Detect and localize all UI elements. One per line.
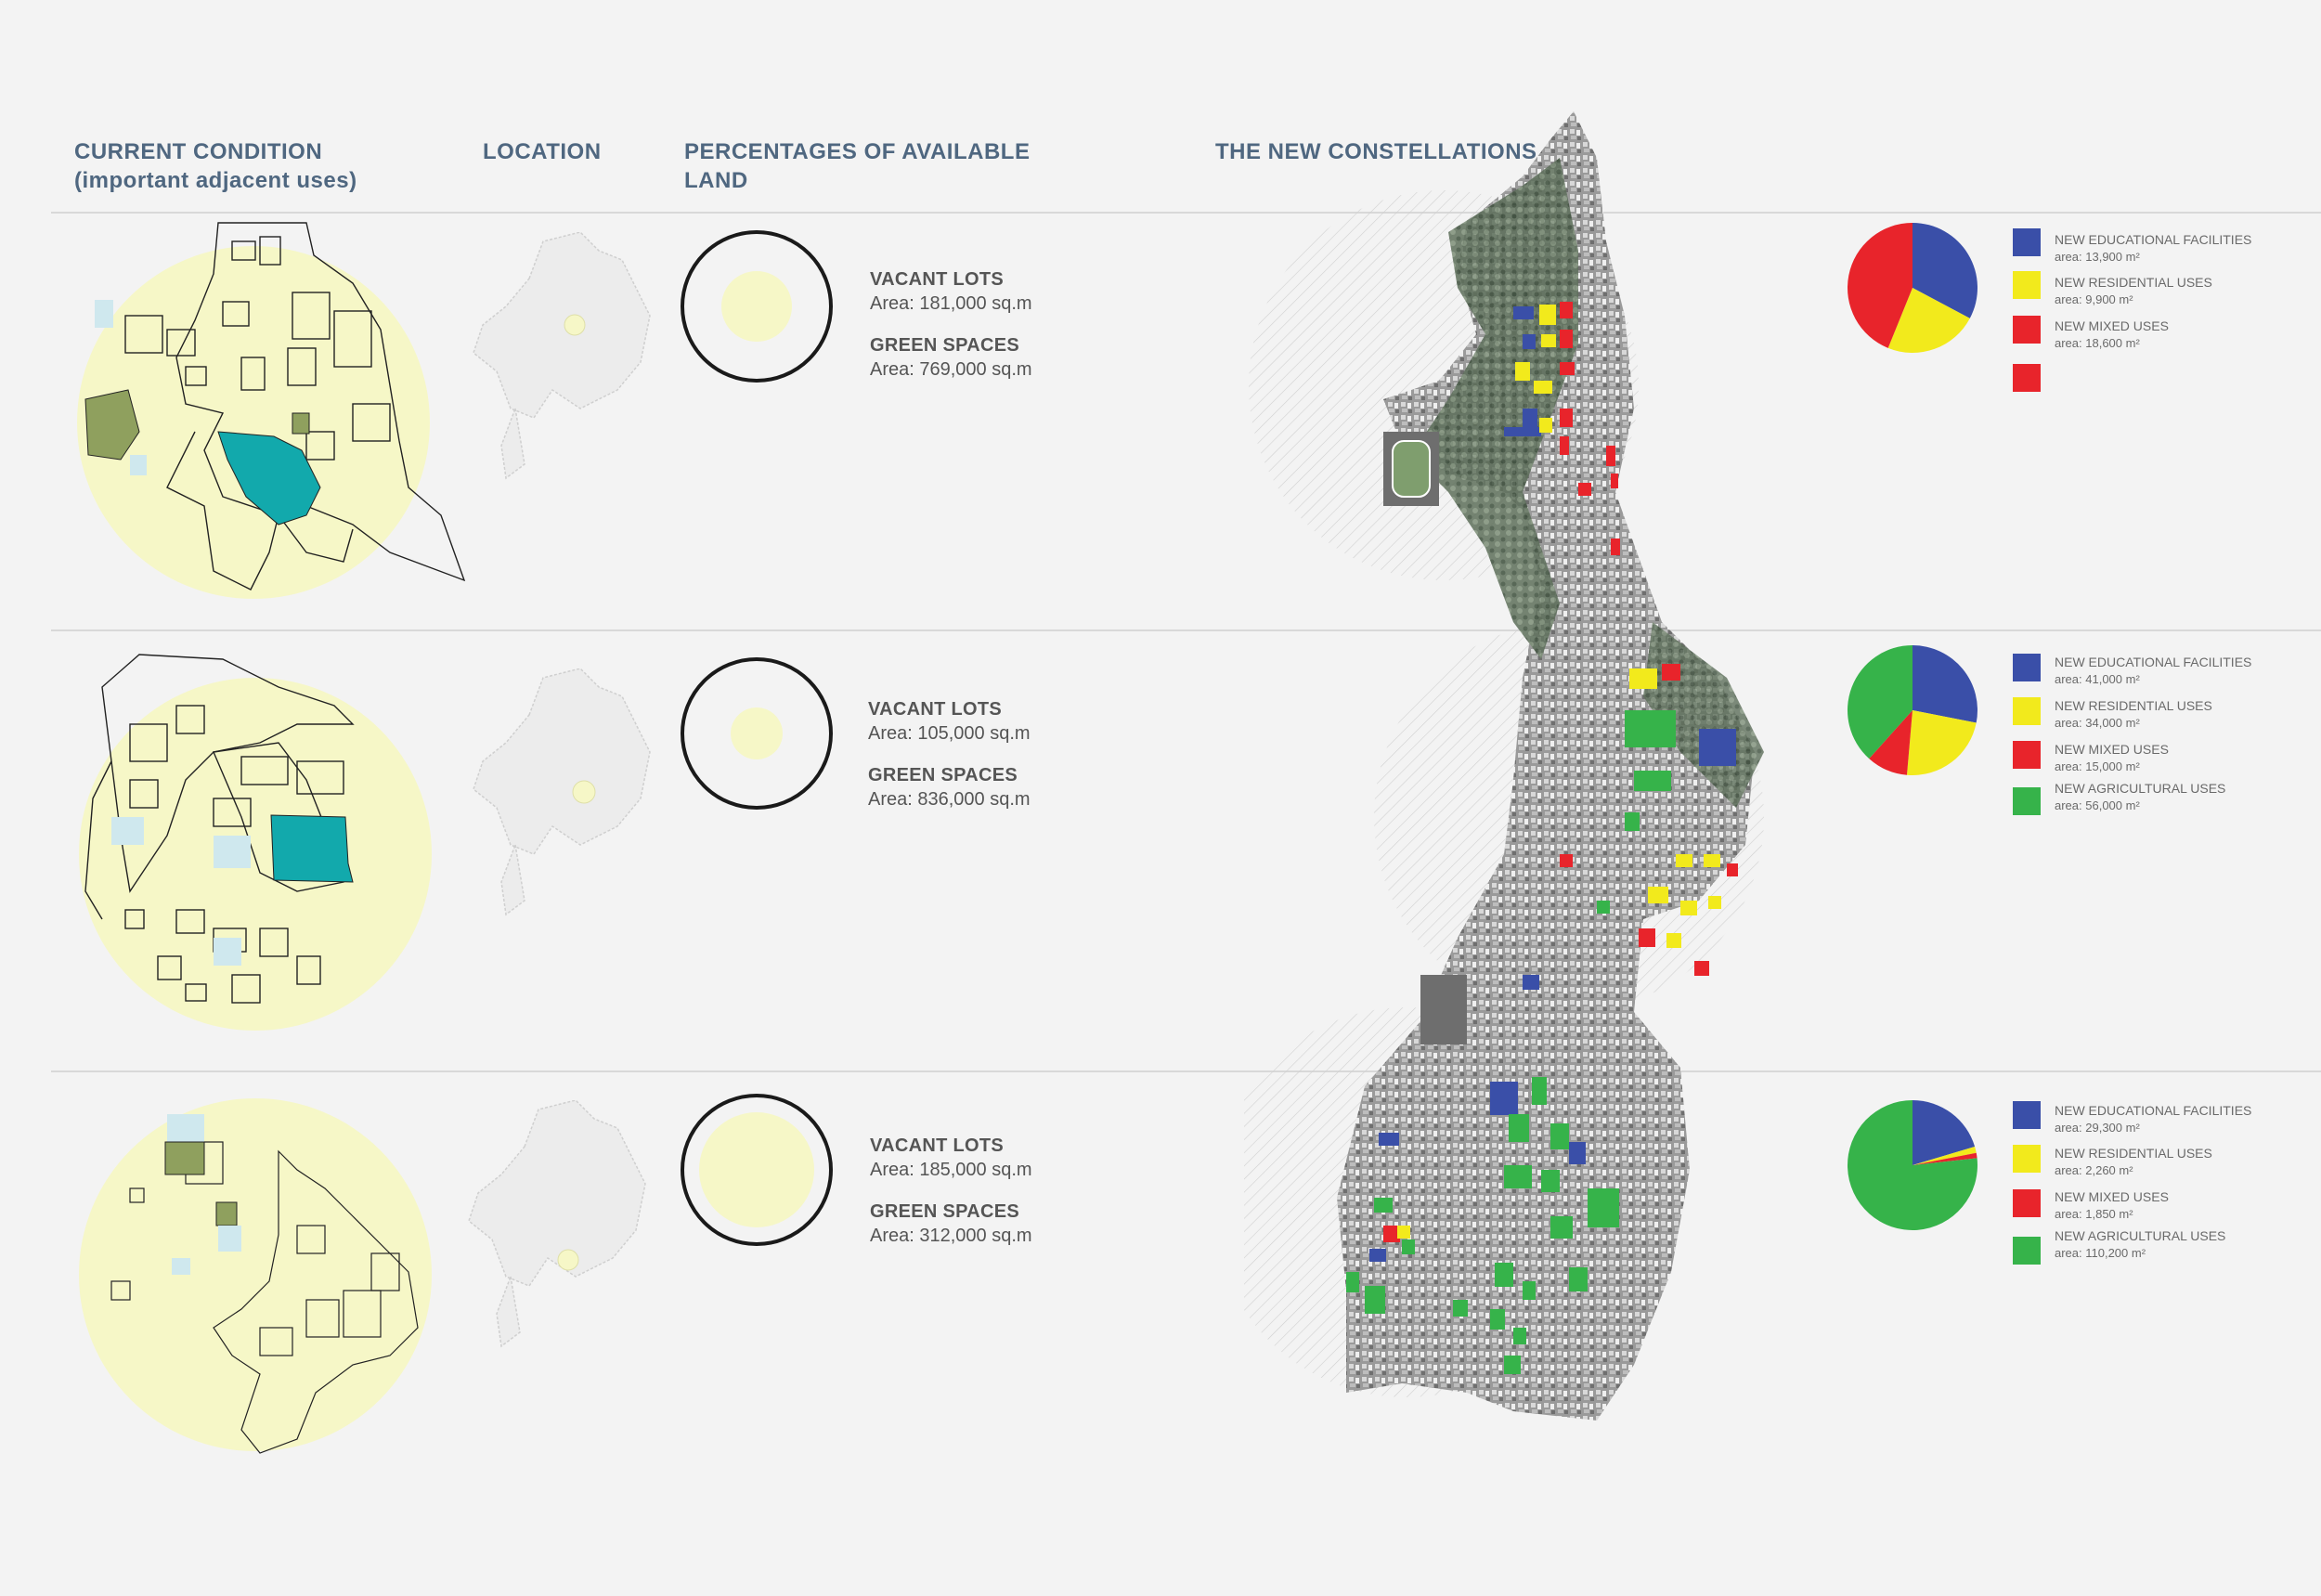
pie-slice-new-agricultural-uses [1848, 1100, 1977, 1230]
pie-slice-new-educational-facilities [1913, 645, 1977, 723]
pie-slice-new-mixed-uses [1913, 1152, 1977, 1165]
header-location: LOCATION [483, 139, 602, 164]
constellations-aerial-map [1244, 111, 1764, 1421]
current-condition-map-1 [77, 222, 466, 599]
green-spaces-title: GREEN SPACES [868, 765, 1018, 785]
legend-swatch-agricultural [2013, 1237, 2041, 1265]
pie-slice-new-residential-uses [1887, 288, 1970, 353]
vacant-lots-area: Area: 181,000 sq.m [870, 293, 1032, 314]
vacant-lots-area: Area: 105,000 sq.m [868, 723, 1031, 744]
green-spaces-area: Area: 769,000 sq.m [870, 359, 1032, 380]
legend-swatch-educational [2013, 1101, 2041, 1129]
legend-swatch-educational [2013, 228, 2041, 256]
location-map-3 [468, 1100, 646, 1348]
legend-swatch-extra [2013, 364, 2041, 392]
location-map-2 [473, 668, 651, 916]
location-map-1 [473, 232, 651, 480]
pie-slice-new-mixed-uses [1869, 710, 1913, 775]
percentage-circle-3 [681, 1094, 833, 1246]
row-divider [51, 1070, 2321, 1072]
row-divider [51, 212, 2321, 214]
legend-swatch-mixed [2013, 1189, 2041, 1217]
pie-chart-3 [1848, 1100, 1977, 1230]
legend-swatch-residential [2013, 697, 2041, 725]
pie-slice-new-educational-facilities [1913, 223, 1977, 318]
percentage-circle-1 [681, 230, 833, 383]
pie-slice-new-residential-uses [1906, 710, 1977, 775]
pie-slice-new-residential-uses [1913, 1147, 1977, 1165]
legend-swatch-educational [2013, 654, 2041, 681]
legend-swatch-mixed [2013, 741, 2041, 769]
row-divider [51, 629, 2321, 631]
pie-chart-1 [1848, 223, 1977, 353]
current-condition-map-3 [79, 1098, 432, 1454]
legend-swatch-residential [2013, 1145, 2041, 1173]
green-spaces-area: Area: 836,000 sq.m [868, 789, 1031, 810]
green-spaces-title: GREEN SPACES [870, 335, 1020, 356]
vacant-lots-title: VACANT LOTS [870, 1135, 1005, 1156]
legend-swatch-mixed [2013, 316, 2041, 344]
vacant-lots-title: VACANT LOTS [868, 699, 1003, 720]
header-constellations: THE NEW CONSTELLATIONS [1215, 139, 1537, 164]
pie-slice-new-agricultural-uses [1848, 645, 1913, 759]
green-spaces-area: Area: 312,000 sq.m [870, 1226, 1032, 1246]
green-spaces-title: GREEN SPACES [870, 1201, 1020, 1222]
vacant-lots-title: VACANT LOTS [870, 269, 1005, 290]
header-current-condition: CURRENT CONDITION (important adjacent us… [74, 139, 357, 193]
percentage-circle-2 [681, 657, 833, 810]
legend-swatch-agricultural [2013, 787, 2041, 815]
pie-slice-new-educational-facilities [1913, 1100, 1976, 1165]
vacant-lots-area: Area: 185,000 sq.m [870, 1160, 1032, 1180]
pie-chart-2 [1848, 645, 1977, 775]
header-percentages: PERCENTAGES OF AVAILABLE LAND [684, 139, 1031, 193]
legend-swatch-residential [2013, 271, 2041, 299]
pie-slice-new-mixed-uses [1848, 223, 1913, 348]
current-condition-map-2 [79, 654, 432, 1031]
